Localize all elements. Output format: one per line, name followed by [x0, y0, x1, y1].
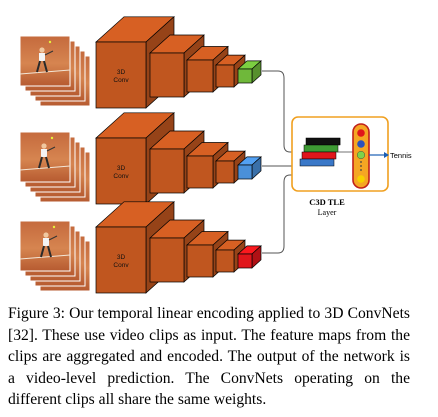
tle-title: C3D TLE: [309, 197, 345, 207]
conv-block-4: [215, 150, 246, 184]
prediction-arrow: [369, 152, 389, 158]
tle-subtitle: Layer: [318, 208, 337, 217]
classifier-capsule: [352, 123, 370, 189]
c3d-tle-layer: Tennis C3D TLE Layer: [291, 116, 412, 217]
player-figure: [41, 143, 47, 149]
output-feature-map: [237, 245, 262, 269]
player-figure: [43, 232, 49, 238]
output-feature-map: [237, 60, 262, 84]
player-figure: [39, 47, 45, 53]
input-clip-frames: [19, 131, 91, 203]
output-feature-map: [237, 156, 262, 180]
prediction-label: Tennis: [390, 151, 412, 160]
aggregated-feature-maps: [299, 137, 341, 167]
aggregation-connectors: [262, 70, 300, 254]
figure-caption: Figure 3: Our temporal linear encoding a…: [8, 305, 410, 408]
input-clip-frames: [19, 35, 91, 107]
input-clip-frames: [19, 220, 91, 292]
